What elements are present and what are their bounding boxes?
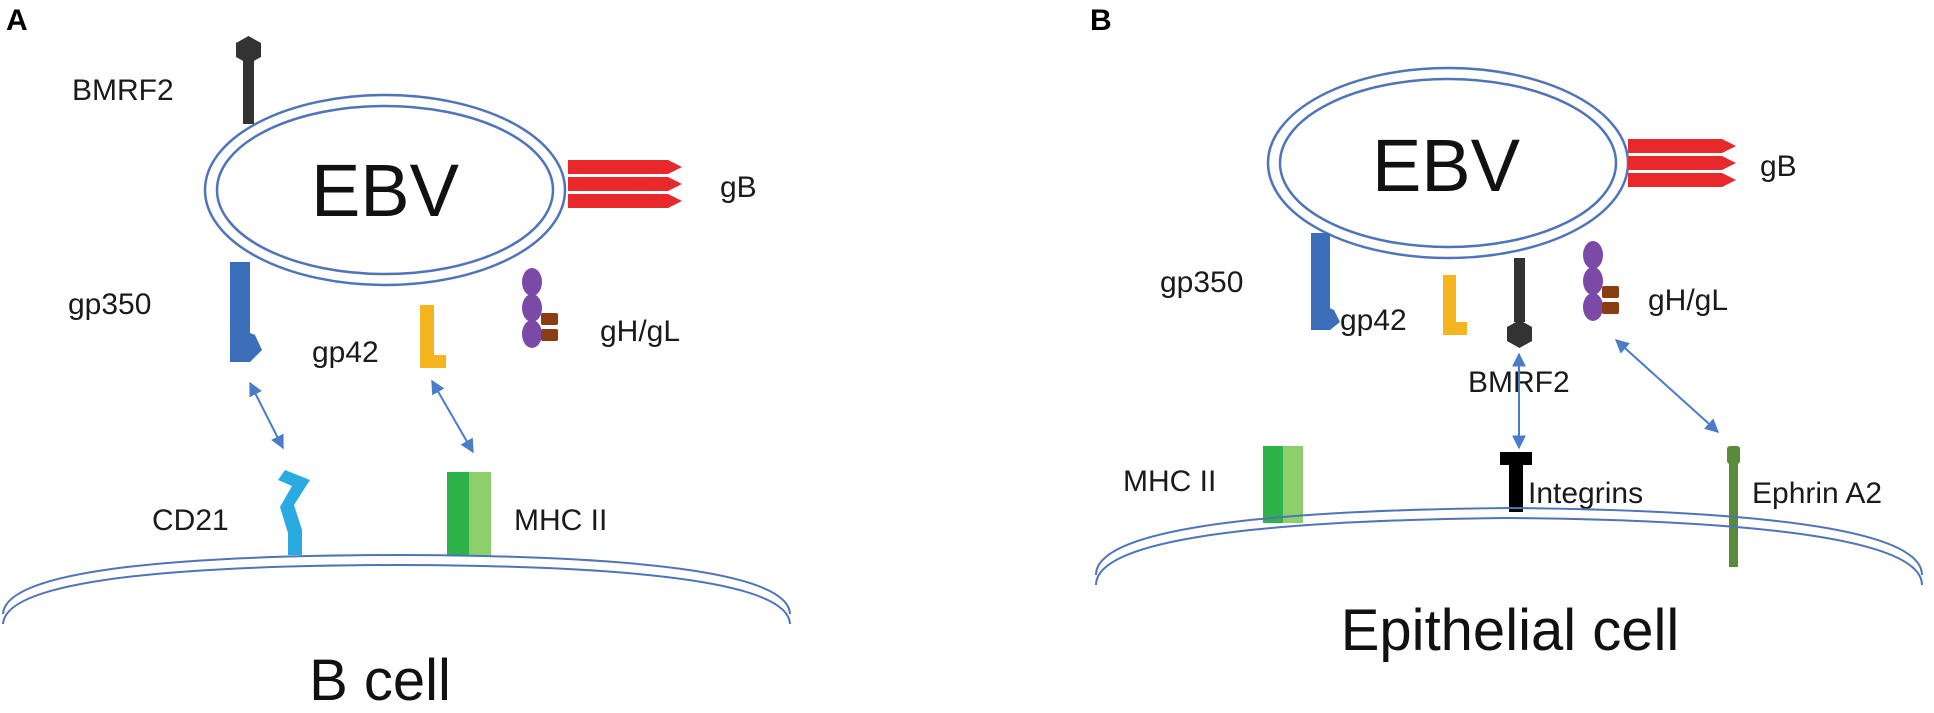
panel-a-gp42-mhc-arrow xyxy=(431,379,474,454)
panel-a-bmrf2-glycoprotein xyxy=(236,36,261,124)
panel-a-gp42-glycoprotein xyxy=(420,305,446,368)
panel-a-mhc-label: MHC II xyxy=(514,504,607,537)
panel-b-integrin-receptor xyxy=(1500,452,1532,512)
panel-a-cd21-label: CD21 xyxy=(152,504,229,537)
panel-b-ghgl-ephrin-arrow xyxy=(1614,339,1720,433)
panel-b-gp350-glycoprotein xyxy=(1311,233,1340,330)
panel-b-letter: B xyxy=(1090,4,1112,37)
panel-a: A BMRF2 EBV gB gp350 gp42 xyxy=(2,4,791,713)
panel-b-cell-label: Epithelial cell xyxy=(1341,598,1680,663)
panel-b-cell-membrane xyxy=(1095,506,1923,586)
panel-a-gb-label: gB xyxy=(720,171,757,204)
panel-a-gp42-label: gp42 xyxy=(312,336,379,369)
panel-b-gp42-label: gp42 xyxy=(1340,304,1407,337)
panel-b-ghgl-label: gH/gL xyxy=(1648,284,1728,317)
panel-b-gp42-glycoprotein xyxy=(1443,275,1467,335)
panel-a-cell-label: B cell xyxy=(309,648,451,713)
panel-b-bmrf2-glycoprotein xyxy=(1507,258,1532,348)
panel-b: B EBV gB gp350 gp42 BMRF2 xyxy=(1090,4,1923,663)
panel-a-gp350-label: gp350 xyxy=(68,288,151,321)
panel-b-gb-label: gB xyxy=(1760,150,1797,183)
panel-b-gp350-label: gp350 xyxy=(1160,266,1243,299)
panel-b-mhc-label: MHC II xyxy=(1123,465,1216,498)
panel-a-ebv-virion xyxy=(203,93,567,287)
panel-a-gp350-cd21-arrow xyxy=(249,381,284,450)
panel-b-mhc-receptor xyxy=(1263,446,1303,523)
panel-a-gb-glycoprotein xyxy=(568,160,682,208)
panel-a-mhc-receptor xyxy=(447,472,491,556)
panel-b-ghgl-complex xyxy=(1583,241,1619,321)
panel-b-ephrin-label: Ephrin A2 xyxy=(1752,477,1882,510)
panel-a-bmrf2-label: BMRF2 xyxy=(72,74,174,107)
panel-a-gp350-glycoprotein xyxy=(230,262,262,362)
panel-a-cell-membrane xyxy=(2,553,791,625)
panel-b-gb-glycoprotein xyxy=(1628,139,1736,187)
panel-b-ephrin-receptor xyxy=(1727,446,1740,567)
panel-a-ghgl-label: gH/gL xyxy=(600,315,680,348)
panel-a-ebv-label: EBV xyxy=(311,149,460,232)
panel-a-letter: A xyxy=(6,4,28,37)
panel-a-cd21-receptor xyxy=(278,470,310,555)
panel-a-ghgl-complex xyxy=(522,268,558,348)
panel-b-integrins-label: Integrins xyxy=(1528,477,1643,510)
panel-b-ebv-label: EBV xyxy=(1372,124,1521,207)
